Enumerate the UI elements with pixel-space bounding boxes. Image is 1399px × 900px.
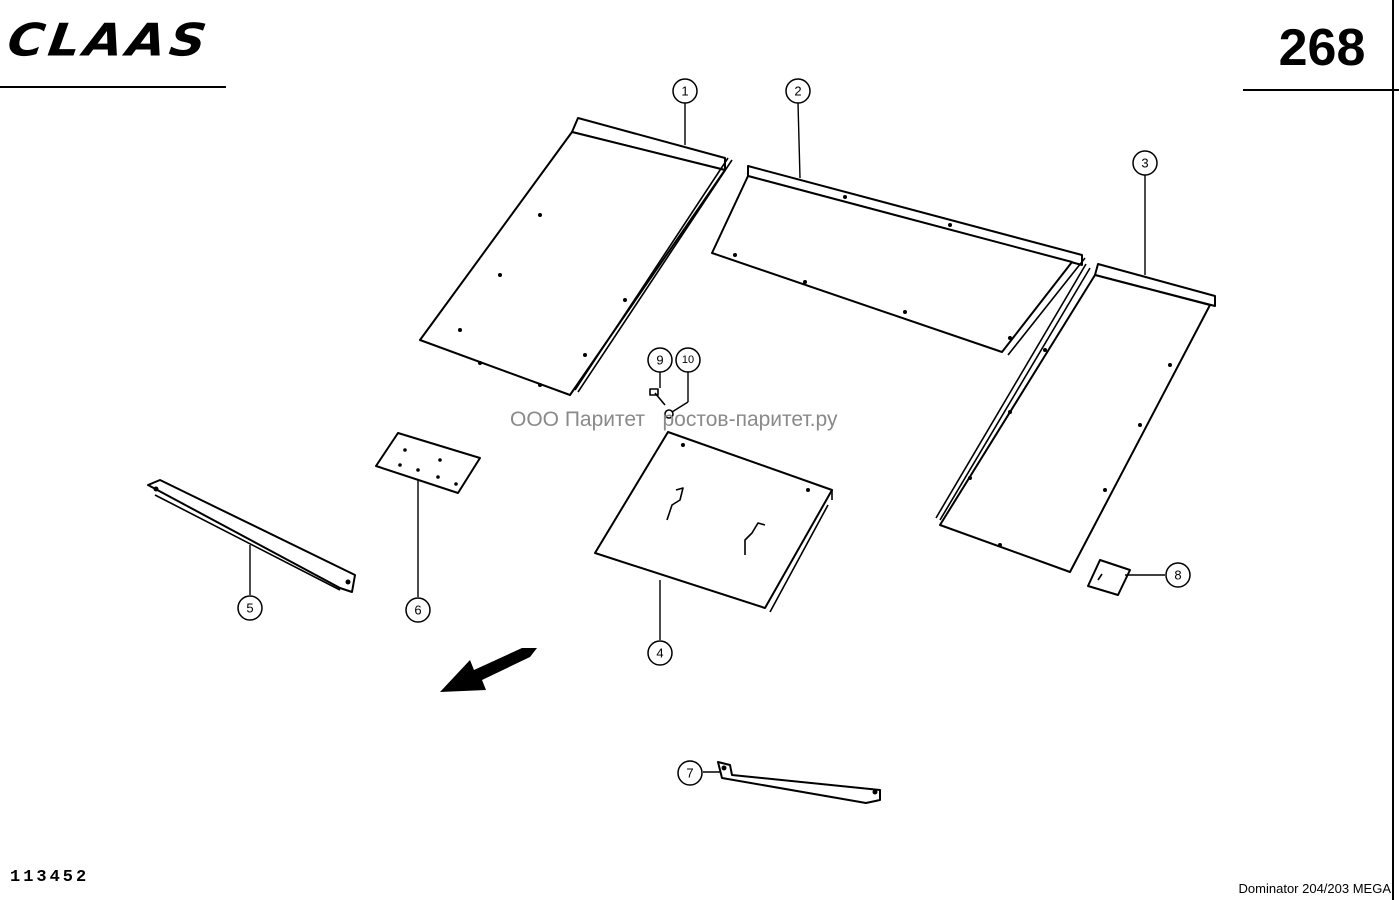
model-label: Dominator 204/203 MEGA (1238, 881, 1391, 896)
part-6-mounting-plate (375, 432, 481, 494)
drawing-number: 113452 (10, 868, 90, 887)
callout-7-label: 7 (686, 766, 693, 781)
part-9-bolt (649, 388, 666, 406)
callout-6: 6 (405, 597, 431, 623)
part-2-rear-panel (711, 165, 1086, 356)
callout-4: 4 (647, 640, 673, 666)
header-rule-left (0, 86, 226, 88)
callout-10-label: 10 (682, 354, 694, 366)
leader-lines (249, 102, 1165, 773)
header-rule-right (1243, 89, 1399, 91)
part-4-bottom-plate (594, 431, 833, 613)
direction-arrow (440, 648, 537, 692)
callout-5: 5 (237, 595, 263, 621)
callout-2-label: 2 (794, 84, 801, 99)
callout-9: 9 (647, 347, 673, 373)
callout-8-label: 8 (1174, 568, 1181, 583)
callout-3: 3 (1132, 150, 1158, 176)
callout-1-label: 1 (681, 84, 688, 99)
callout-9-label: 9 (656, 353, 663, 368)
callout-6-label: 6 (414, 603, 421, 618)
part-10-washer (664, 409, 674, 419)
callout-7: 7 (677, 760, 703, 786)
callout-1: 1 (672, 78, 698, 104)
callout-5-label: 5 (246, 601, 253, 616)
part-5-strut (147, 479, 356, 593)
part-7-strut (717, 761, 881, 804)
part-1-side-panel (419, 117, 733, 396)
page-number: 268 (1278, 19, 1366, 77)
page-border (1392, 0, 1394, 900)
callout-4-label: 4 (656, 646, 663, 661)
watermark-text: ООО Паритет ростов-паритет.ру (510, 408, 838, 431)
callout-3-label: 3 (1141, 156, 1148, 171)
callout-10: 10 (675, 347, 701, 373)
callout-8: 8 (1165, 562, 1191, 588)
callout-2: 2 (785, 78, 811, 104)
part-8-bracket (1087, 559, 1131, 596)
part-3-side-panel (935, 263, 1216, 573)
